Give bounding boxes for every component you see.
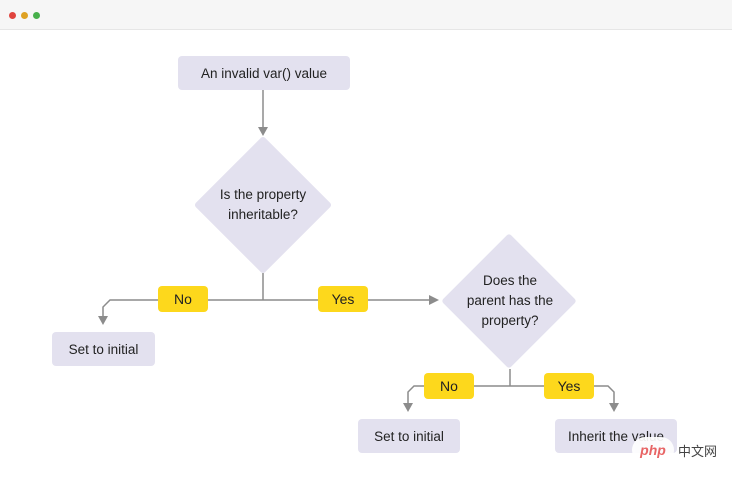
result-set-to-initial: Set to initial [52,332,155,366]
label-yes: Yes [544,373,594,399]
decision-question-text: Is the property inheritable? [193,165,333,245]
question-line: Does the [482,273,538,288]
label-no: No [424,373,474,399]
php-logo-icon: php [632,437,674,463]
question-line: property? [481,313,539,328]
label-no: No [158,286,208,312]
question-line: Is the property [219,187,307,202]
watermark-site-text: 中文网 [678,443,718,459]
window-titlebar [0,0,732,30]
result-set-to-initial: Set to initial [358,419,460,453]
arrowhead-to-result-yes2 [609,403,619,412]
minimize-window-button[interactable] [21,12,28,19]
label-yes: Yes [318,286,368,312]
arrowhead-to-result-no2 [403,403,413,412]
arrowhead-to-q2 [429,295,439,305]
watermark: php 中文网 [632,437,717,463]
question-line: parent has the [466,293,554,308]
arrowhead-to-result-no1 [98,316,108,325]
question-line: inheritable? [228,207,298,222]
close-window-button[interactable] [9,12,16,19]
arrowhead-to-q1 [258,127,268,136]
zoom-window-button[interactable] [33,12,40,19]
start-node: An invalid var() value [178,56,350,90]
decision-question-text: Does the parent has the property? [440,266,580,336]
